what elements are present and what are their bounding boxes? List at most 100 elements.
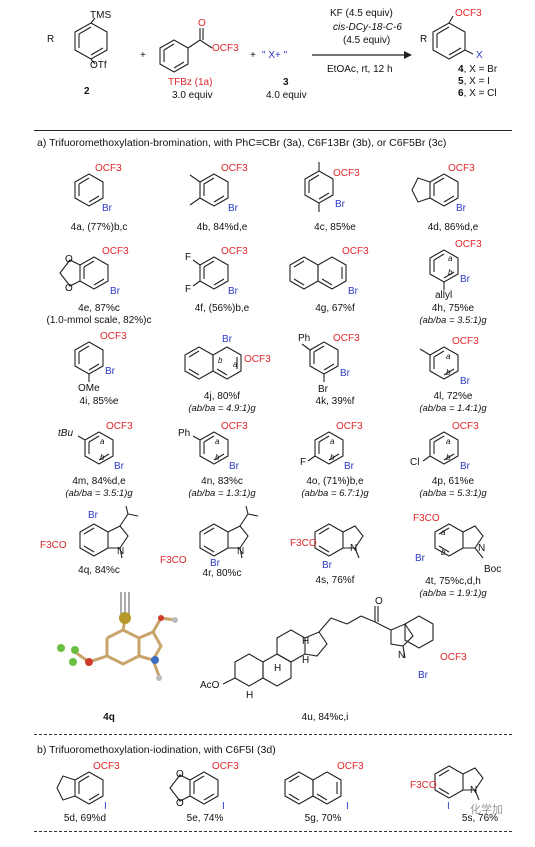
n-label: N: [117, 546, 125, 557]
br-label: Br: [88, 510, 98, 521]
aco-label: AcO: [200, 680, 220, 691]
divider-middle: [34, 734, 512, 735]
compound-4b-yield: 4b, 84%d,e: [196, 222, 248, 233]
tfbz-carbonyl-o: O: [198, 18, 206, 29]
reactant-2-r: R: [47, 34, 55, 45]
br-label: Br: [415, 553, 425, 564]
f3co-label: F3CO: [410, 780, 437, 791]
br-label: Br: [418, 670, 428, 681]
compound-5e-yield: 5e, 74%: [186, 813, 224, 824]
ocf3-label: OCF3: [333, 333, 360, 344]
compound-4n-structure: [192, 431, 229, 465]
o-label: O: [65, 283, 73, 294]
n-label: N: [350, 543, 358, 554]
compound-4d-structure: [411, 173, 459, 207]
tfbz-label: TFBz (1a): [168, 77, 213, 88]
position-a: a: [446, 437, 451, 446]
br-label: Br: [318, 384, 328, 395]
f3co-label: F3CO: [40, 540, 67, 551]
i-label: I: [346, 801, 349, 812]
compound-4c-yield: 4c, 85%e: [314, 222, 356, 233]
compound-4k-yield: 4k, 39%f: [315, 396, 355, 407]
h-label: H: [274, 663, 282, 674]
compound-4t-yield: 4t, 75%c,d,h: [425, 576, 481, 587]
compound-4e-note: (1.0-mmol scale, 82%)c: [46, 315, 152, 326]
divider-top: [34, 130, 512, 131]
compound-4o-yield: 4o, (71%)b,e: [306, 476, 364, 487]
compound-4l-yield: 4l, 72%e: [433, 391, 473, 402]
product-list-item: 4, X = Br: [458, 64, 498, 75]
ocf3-label: OCF3: [448, 163, 475, 174]
compound-5g-yield: 5g, 70%: [304, 813, 342, 824]
product-structure: [432, 15, 474, 60]
n-label: N: [470, 785, 478, 796]
ocf3-label: OCF3: [333, 168, 360, 179]
compound-5g-structure: [284, 771, 342, 805]
product-r: R: [420, 34, 428, 45]
compound-4u-structure: [222, 606, 434, 687]
cl-label: Cl: [410, 457, 420, 468]
position-b: b: [215, 453, 220, 462]
compound-5s-yield: 5s, 76%: [461, 813, 499, 824]
compound-4b-structure: [189, 173, 229, 207]
ocf3-label: OCF3: [221, 246, 248, 257]
compound-5s-structure: [434, 765, 484, 801]
compound-4m-structure: [77, 431, 114, 465]
compound-4c-structure: [304, 162, 334, 212]
o-label: O: [375, 596, 383, 607]
h-label: H: [302, 655, 310, 666]
compound-4q-yield: 4q, 84%c: [78, 565, 120, 576]
compound-4e-structure: [59, 256, 109, 290]
position-b: b: [330, 453, 335, 462]
conditions-crown-equiv: (4.5 equiv): [343, 35, 391, 46]
conditions-crown: cis-DCy-18-C-6: [333, 22, 402, 33]
compound-4p-yield: 4p, 61%e: [431, 476, 475, 487]
compound-4i-structure: [74, 341, 104, 382]
br-label: Br: [460, 376, 470, 387]
tfbz-structure: [159, 28, 213, 73]
reagent-3-equiv: 4.0 equiv: [266, 90, 307, 101]
section-b-title: b) Trifuoromethoxylation-iodination, wit…: [37, 744, 276, 756]
ocf3-label: OCF3: [452, 336, 479, 347]
f3co-label: F3CO: [160, 555, 187, 566]
tfbz-ocf3: OCF3: [212, 43, 239, 54]
f3co-label: F3CO: [290, 538, 317, 549]
n-label: N: [398, 650, 406, 661]
compound-4j-yield: 4j, 80%f: [203, 391, 241, 402]
compound-4s-structure: [314, 523, 364, 559]
ocf3-label: OCF3: [106, 421, 133, 432]
o-label: O: [176, 798, 184, 809]
compound-4f-structure: [192, 256, 229, 290]
compound-4u-yield: 4u, 84%c,i: [301, 712, 349, 723]
position-b: b: [218, 356, 223, 365]
ocf3-label: OCF3: [93, 761, 120, 772]
ph-label: Ph: [178, 428, 191, 439]
br-label: Br: [210, 558, 220, 569]
compound-4h-ratio: (ab/ba = 3.5:1)g: [419, 315, 487, 326]
n-label: N: [237, 546, 245, 557]
compound-4t-ratio: (ab/ba = 1.9:1)g: [419, 588, 487, 599]
conditions-kf: KF (4.5 equiv): [330, 8, 393, 19]
compound-4r-structure: [199, 505, 259, 559]
plus-1: +: [140, 50, 146, 61]
reactant-2-otf: OTf: [90, 60, 107, 71]
br-label: Br: [114, 461, 124, 472]
i-label: I: [104, 801, 107, 812]
ocf3-label: OCF3: [244, 354, 271, 365]
f-label: F: [185, 284, 192, 295]
position-a: a: [448, 254, 453, 263]
compound-4e-yield: 4e, 87%c: [78, 303, 120, 314]
product-x: X: [476, 50, 483, 61]
br-label: Br: [344, 461, 354, 472]
br-label: Br: [110, 286, 120, 297]
position-a: a: [330, 437, 335, 446]
ocf3-label: OCF3: [100, 331, 127, 342]
br-label: Br: [322, 560, 332, 571]
position-a: a: [446, 352, 451, 361]
compound-4s-yield: 4s, 76%f: [315, 575, 355, 586]
br-label: Br: [229, 461, 239, 472]
h-label: H: [246, 690, 254, 701]
product-list: 4, X = Br 5, X = I 6, X = Cl: [458, 64, 497, 100]
ocf3-label: OCF3: [95, 163, 122, 174]
compound-5d-structure: [56, 771, 104, 805]
